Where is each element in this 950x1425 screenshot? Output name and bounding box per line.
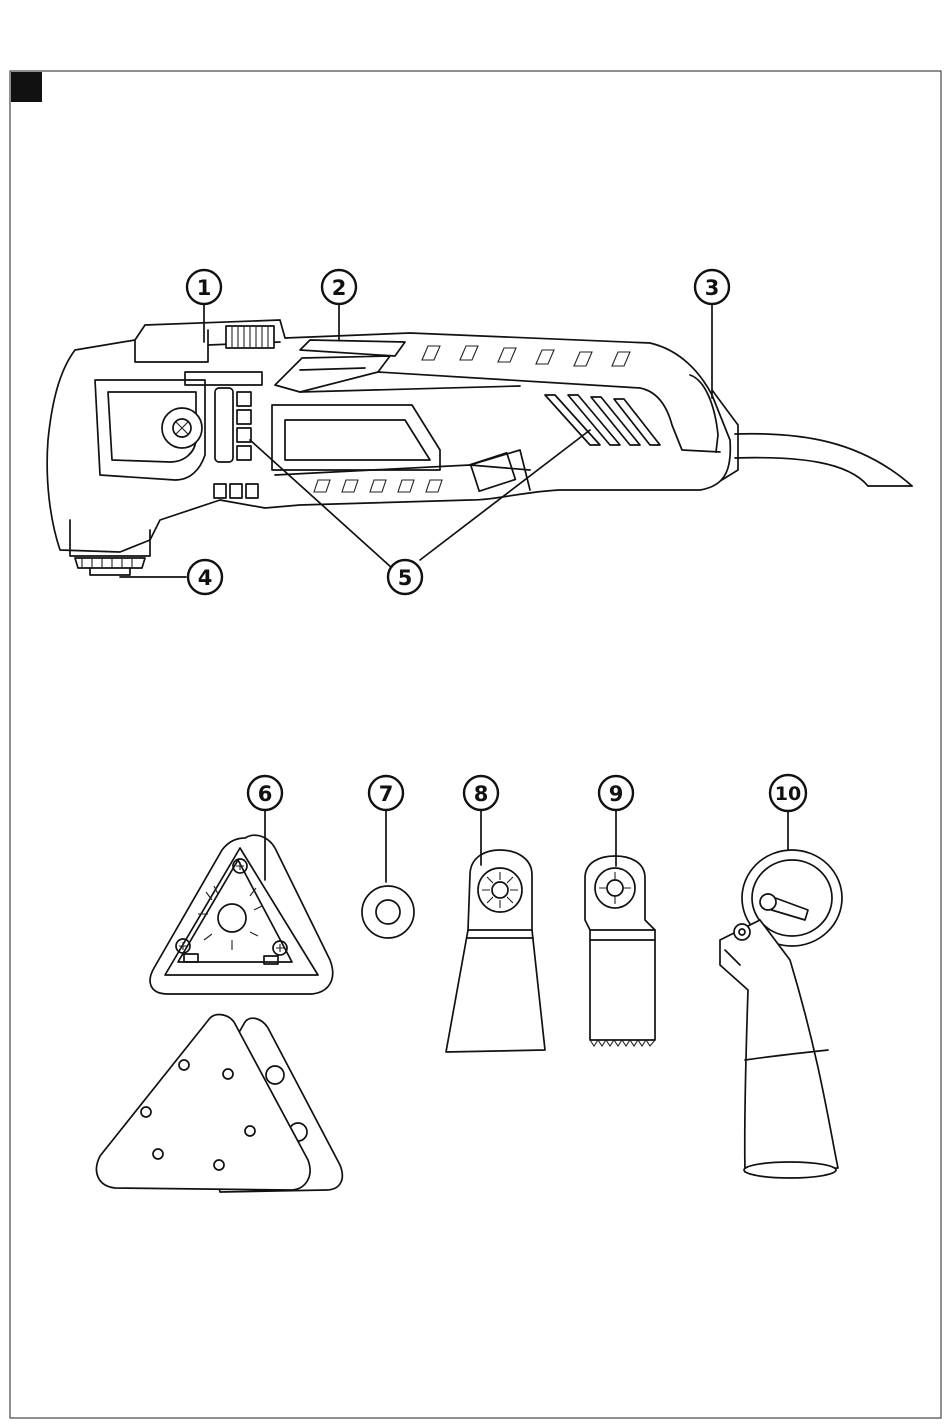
svg-text:4: 4: [198, 566, 213, 590]
svg-text:1: 1: [197, 276, 212, 300]
page-frame: [10, 71, 941, 1418]
sanding-sheets: [96, 1015, 342, 1192]
callout-6: 6: [248, 776, 282, 810]
svg-text:7: 7: [379, 782, 394, 806]
scraper-blade: [446, 850, 545, 1052]
sanding-plate: [150, 835, 333, 994]
callout-1: 1: [187, 270, 221, 304]
adapter-ring: [362, 886, 414, 938]
callout-2: 2: [322, 270, 356, 304]
svg-text:2: 2: [332, 276, 347, 300]
callout-9: 9: [599, 776, 633, 810]
speed-dial-ribs: [226, 326, 274, 348]
svg-text:8: 8: [474, 782, 489, 806]
callout-4: 4: [188, 560, 222, 594]
plunge-cut-blade: [585, 856, 655, 1046]
callout-8: 8: [464, 776, 498, 810]
callout-10: 10: [770, 775, 806, 811]
svg-text:9: 9: [609, 782, 624, 806]
svg-text:6: 6: [258, 782, 273, 806]
svg-text:5: 5: [398, 566, 413, 590]
dust-extraction-adapter: [720, 850, 842, 1178]
multi-tool-illustration: [47, 320, 912, 575]
callout-3: 3: [695, 270, 729, 304]
svg-text:10: 10: [775, 783, 801, 805]
callout-5: 5: [388, 560, 422, 594]
svg-text:3: 3: [705, 276, 720, 300]
corner-tab: [11, 72, 42, 102]
callout-7: 7: [369, 776, 403, 810]
